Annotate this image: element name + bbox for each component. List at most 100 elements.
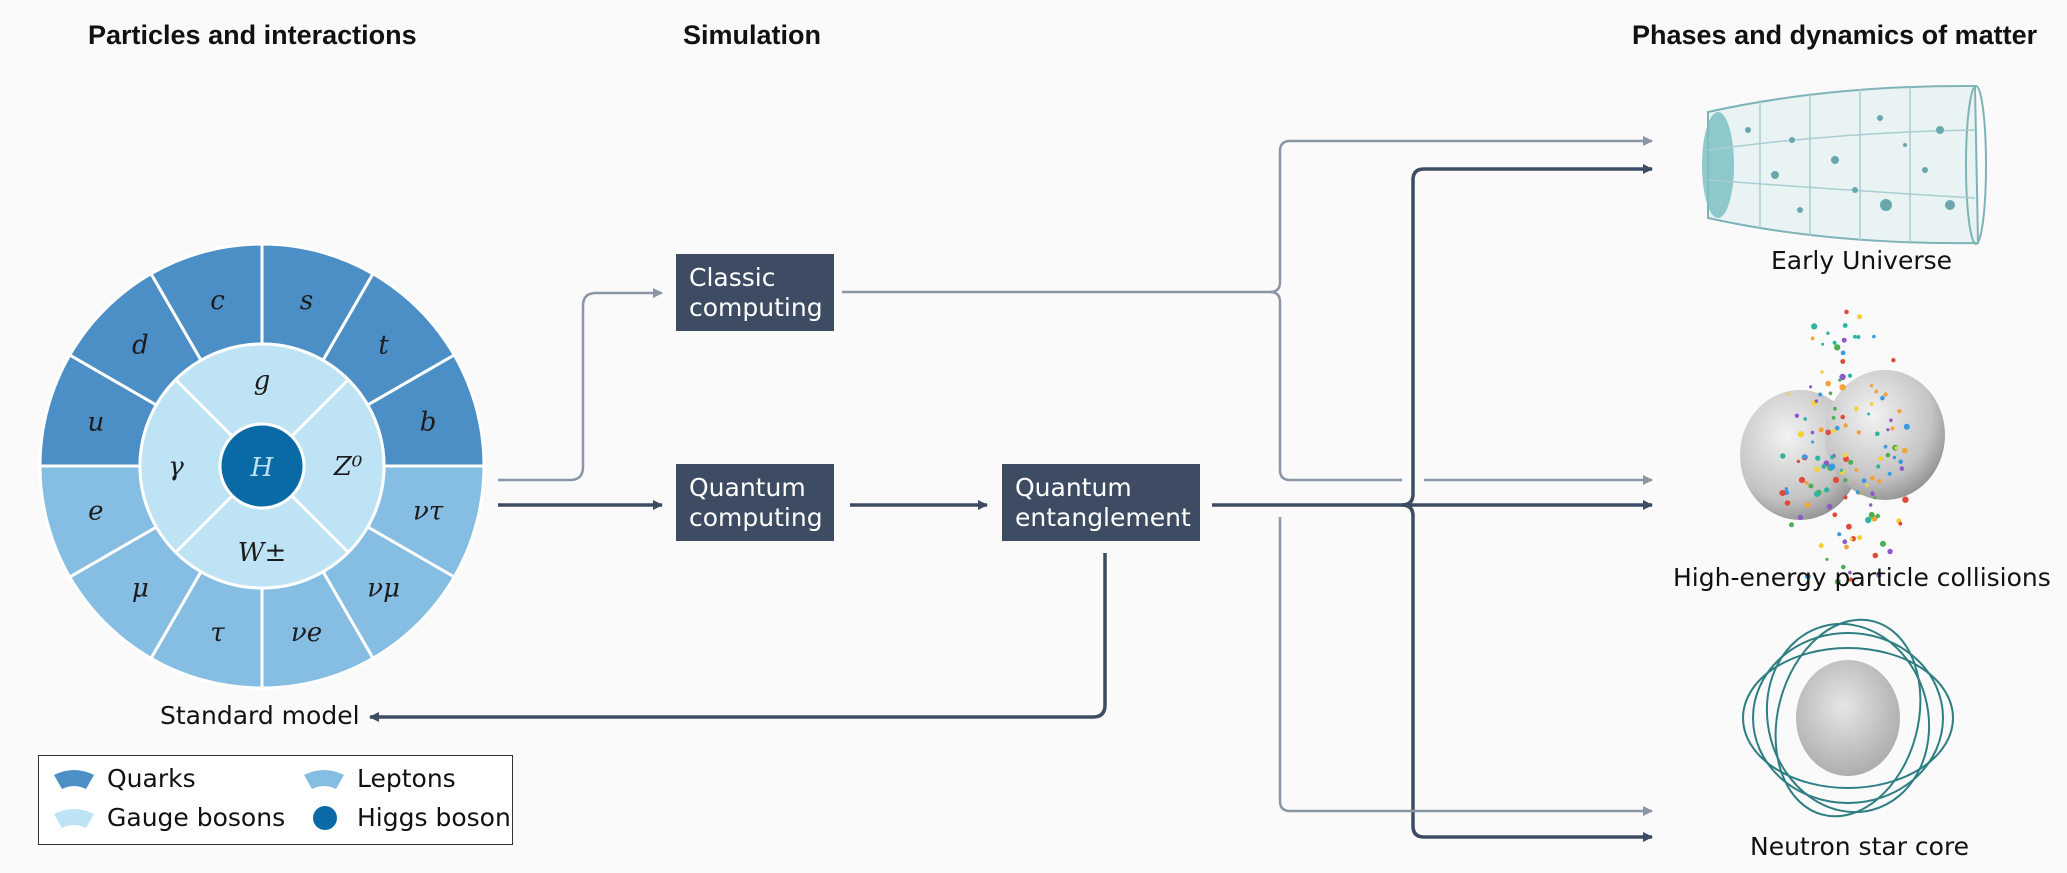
particle-dot bbox=[1841, 564, 1846, 570]
particle-dot bbox=[1875, 513, 1881, 519]
particle-dot bbox=[1825, 557, 1829, 561]
particle-dot bbox=[1899, 466, 1905, 471]
particle-dot bbox=[1868, 511, 1875, 518]
particle-dot bbox=[1810, 430, 1815, 435]
particle-dot bbox=[1815, 455, 1821, 461]
particle-dot bbox=[1789, 522, 1794, 528]
particle-dot bbox=[1832, 340, 1837, 345]
particle-dot bbox=[1865, 516, 1872, 524]
gauge-boson-label: W± bbox=[238, 538, 287, 568]
particle-dot bbox=[1848, 459, 1854, 465]
legend-gauge-bosons-label: Gauge bosons bbox=[107, 803, 286, 832]
legend-leptons: Leptons bbox=[301, 764, 456, 793]
particle-dot bbox=[1834, 578, 1841, 585]
quark-swatch-icon bbox=[54, 769, 94, 789]
particle-dot bbox=[1874, 389, 1879, 394]
particle-dot bbox=[1898, 521, 1903, 526]
particle-dot bbox=[1818, 427, 1824, 433]
arrow-light-to-neutron bbox=[1278, 517, 1653, 816]
early-universe-label: Early Universe bbox=[1771, 246, 1953, 275]
particle-dot bbox=[1887, 471, 1892, 476]
particle-dot bbox=[1848, 570, 1852, 575]
particle-dot bbox=[1814, 466, 1820, 473]
particle-dot bbox=[1890, 426, 1895, 431]
particle-dot bbox=[1811, 323, 1818, 330]
particle-dot bbox=[1843, 478, 1848, 483]
particle-dot bbox=[1784, 487, 1789, 491]
particle-dot bbox=[1883, 392, 1888, 397]
particle-dot bbox=[1844, 309, 1849, 315]
fermion-label: e bbox=[88, 497, 103, 527]
particle-dot bbox=[1798, 476, 1806, 484]
arrow-dark-branch-up bbox=[1401, 164, 1653, 507]
particle-dot bbox=[1841, 337, 1847, 343]
fermion-label: νe bbox=[291, 618, 322, 648]
particle-dot bbox=[1825, 429, 1831, 436]
legend-higgs-label: Higgs boson bbox=[357, 803, 511, 832]
particle-dot bbox=[1903, 423, 1910, 430]
particle-dot bbox=[1853, 334, 1857, 339]
particle-dot bbox=[1897, 409, 1902, 414]
particle-dot bbox=[1810, 336, 1815, 341]
particle-dot bbox=[1824, 487, 1830, 493]
particle-dot bbox=[1876, 572, 1882, 578]
particle-dot bbox=[1826, 503, 1833, 510]
header-simulation: Simulation bbox=[683, 20, 822, 50]
quantum-entanglement-line2: entanglement bbox=[1015, 503, 1191, 532]
particle-dot bbox=[1898, 459, 1903, 465]
arrow-light-branch-up bbox=[1269, 136, 1653, 294]
classic-computing-line2: computing bbox=[689, 293, 823, 322]
particle-dot bbox=[1779, 489, 1786, 497]
particle-dot bbox=[1814, 399, 1819, 403]
particle-dot bbox=[1894, 446, 1899, 450]
particle-dot bbox=[1830, 455, 1835, 460]
particle-dot bbox=[1784, 500, 1791, 506]
particle-dot bbox=[1901, 447, 1908, 454]
higgs-label: H bbox=[250, 453, 275, 483]
particle-dot bbox=[1804, 573, 1811, 580]
particle-dot bbox=[1878, 456, 1884, 462]
arrow-light-branch-down bbox=[1269, 290, 1402, 482]
particle-dot bbox=[1832, 428, 1837, 433]
particle-dot bbox=[1839, 468, 1843, 472]
legend: Quarks Leptons Gauge bosons Higgs boson bbox=[38, 755, 513, 845]
particle-dot bbox=[1872, 334, 1876, 339]
fermion-label: s bbox=[300, 286, 313, 316]
particle-dot bbox=[1833, 406, 1837, 411]
particle-dot bbox=[1834, 344, 1841, 351]
gauge-boson-label: γ bbox=[168, 452, 184, 482]
particle-dot bbox=[1842, 539, 1848, 545]
particle-dot bbox=[1794, 413, 1800, 418]
particle-dot bbox=[1838, 378, 1842, 382]
particle-dot bbox=[1854, 406, 1859, 411]
particle-dot bbox=[1839, 384, 1846, 391]
particle-dot bbox=[1886, 428, 1890, 432]
particle-dot bbox=[1842, 453, 1848, 458]
particle-dot bbox=[1814, 491, 1820, 497]
quantum-computing-line1: Quantum bbox=[689, 473, 806, 502]
particle-dot bbox=[1825, 380, 1831, 387]
neutron-star-label: Neutron star core bbox=[1750, 832, 1970, 861]
neutron-star-image bbox=[1742, 618, 1954, 818]
particle-dot bbox=[1804, 502, 1811, 508]
particle-dot bbox=[1832, 476, 1840, 483]
fermion-label: d bbox=[132, 330, 149, 360]
particle-dot bbox=[1802, 454, 1807, 460]
particle-dot bbox=[1818, 392, 1823, 397]
particle-dot bbox=[1803, 417, 1807, 421]
fermion-label: u bbox=[87, 407, 104, 437]
particle-dot bbox=[1821, 464, 1827, 469]
particle-dot bbox=[1872, 552, 1879, 559]
classic-computing-line1: Classic bbox=[689, 263, 776, 292]
particle-dot bbox=[1834, 425, 1840, 431]
particle-dot bbox=[1873, 496, 1877, 500]
particle-dot bbox=[1840, 350, 1846, 356]
particle-dot bbox=[1818, 543, 1824, 549]
particle-dot bbox=[1843, 495, 1848, 500]
particle-dot bbox=[1870, 491, 1875, 497]
particle-dot bbox=[1797, 514, 1804, 521]
light-connectors bbox=[498, 136, 1653, 816]
particle-dot bbox=[1846, 523, 1852, 530]
fermion-label: b bbox=[420, 407, 437, 437]
fermion-label: t bbox=[378, 330, 389, 360]
